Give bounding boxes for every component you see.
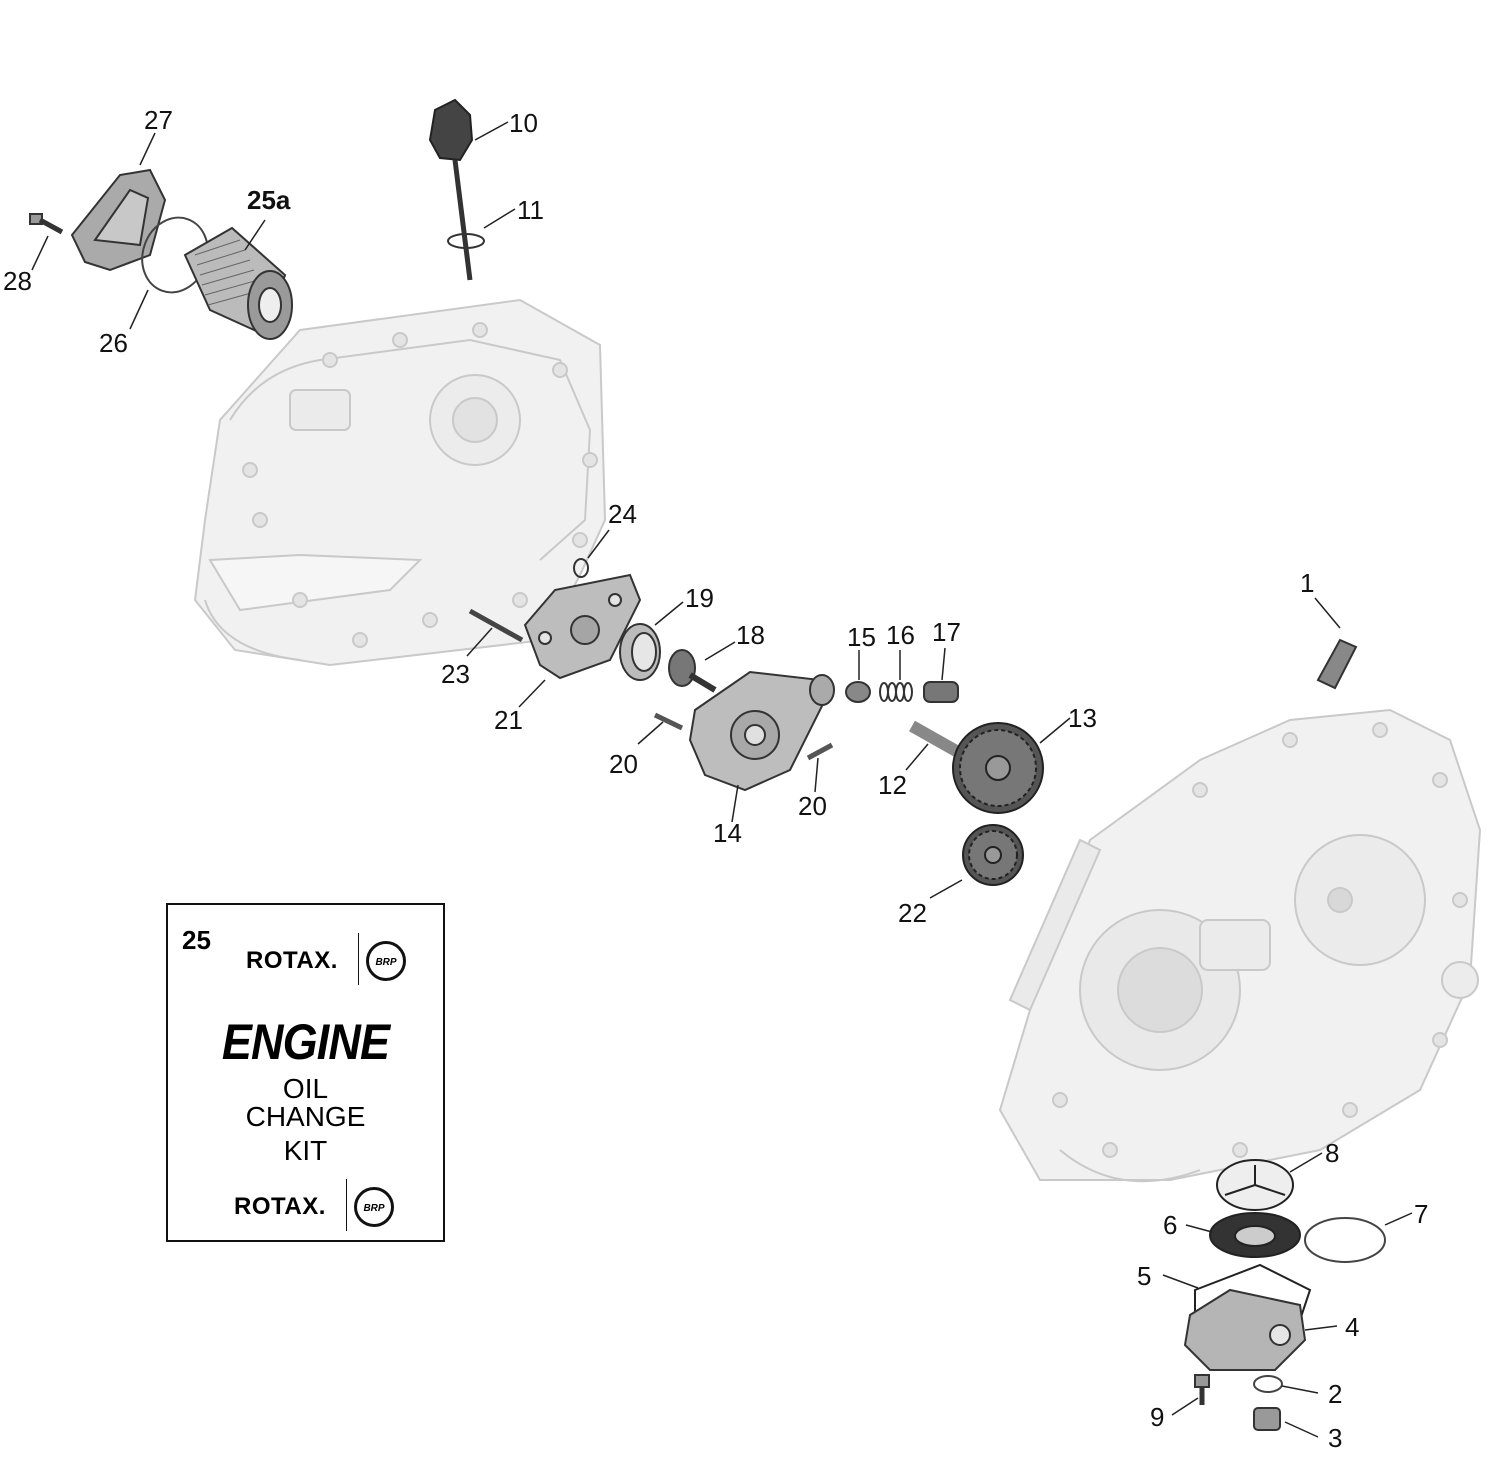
callout-14: 14	[713, 818, 742, 848]
brp-logo-icon: BRP	[354, 1187, 394, 1227]
callout-3: 3	[1328, 1423, 1343, 1453]
callout-22: 22	[898, 898, 927, 928]
callout-15: 15	[847, 622, 876, 652]
left-crankcase-half	[193, 298, 607, 667]
oil-pump-gear	[952, 722, 1044, 814]
kit-line-change: CHANGE	[245, 1101, 366, 1132]
callout-9: 9	[1150, 1402, 1165, 1432]
oil-filter	[183, 226, 293, 340]
dowel-pin	[806, 742, 834, 761]
relief-spring	[879, 682, 913, 702]
cover-bolt	[1194, 1374, 1210, 1405]
pump-screw	[468, 608, 524, 643]
pressure-relief-plunger	[845, 681, 871, 703]
callout-21: 21	[494, 705, 523, 735]
callout-5: 5	[1137, 1261, 1152, 1291]
callout-28: 28	[3, 266, 32, 296]
oil-strainer	[1216, 1159, 1294, 1211]
brp-logo-icon: BRP	[366, 941, 406, 981]
callout-8: 8	[1325, 1138, 1340, 1168]
oil-pressure-sensor	[1316, 638, 1358, 690]
callout-13: 13	[1068, 703, 1097, 733]
intermediate-gear	[962, 824, 1024, 886]
dowel-pin	[653, 712, 684, 731]
cover-screw	[29, 213, 64, 235]
strainer-seal	[1209, 1212, 1301, 1258]
drain-plug-o-ring	[1253, 1375, 1283, 1393]
callout-25a: 25a	[247, 185, 291, 215]
kit-line-kit: KIT	[283, 1135, 328, 1166]
oil-filter-cover	[70, 168, 167, 272]
oil-pump-cover	[523, 573, 642, 680]
callout-27: 27	[144, 105, 173, 135]
callout-1: 1	[1300, 568, 1315, 598]
callout-6: 6	[1163, 1210, 1178, 1240]
right-crankcase-half	[998, 708, 1482, 1183]
callout-23: 23	[441, 659, 470, 689]
callout-18: 18	[736, 620, 765, 650]
inner-rotor	[668, 649, 717, 693]
logo-divider	[358, 933, 359, 985]
logo-divider	[346, 1179, 347, 1231]
pump-shaft	[909, 720, 961, 758]
rotax-logo: ROTAX.	[246, 947, 338, 974]
callout-2: 2	[1328, 1379, 1343, 1409]
callout-11: 11	[517, 195, 544, 225]
leader-lines	[31, 121, 1413, 1438]
callout-16: 16	[886, 620, 915, 650]
dipstick-o-ring	[447, 233, 485, 249]
oil-change-kit-box: 25 ROTAX. BRP ENGINE OIL CHANGE KIT ROTA…	[166, 903, 445, 1242]
callout-7: 7	[1414, 1199, 1429, 1229]
drain-plug	[1253, 1407, 1281, 1431]
outer-rotor	[619, 623, 661, 681]
kit-heading: ENGINE	[221, 1014, 390, 1070]
kit-line-oil: OIL	[282, 1073, 329, 1104]
dipstick-cap	[428, 98, 474, 162]
callout-20: 20	[798, 791, 827, 821]
callout-24: 24	[608, 499, 637, 529]
rotax-logo: ROTAX.	[234, 1193, 326, 1220]
kit-number: 25	[182, 925, 211, 955]
oil-pump-housing	[688, 670, 835, 792]
callout-26: 26	[99, 328, 128, 358]
cover-o-ring	[1304, 1217, 1386, 1263]
callout-10: 10	[509, 108, 538, 138]
callout-4: 4	[1345, 1312, 1360, 1342]
strainer-cover	[1183, 1288, 1307, 1371]
callout-20: 20	[609, 749, 638, 779]
callout-19: 19	[685, 583, 714, 613]
dipstick-rod	[452, 159, 473, 281]
callout-12: 12	[878, 770, 907, 800]
pump-o-ring	[573, 558, 589, 578]
callout-17: 17	[932, 617, 961, 647]
relief-plug	[923, 681, 959, 703]
